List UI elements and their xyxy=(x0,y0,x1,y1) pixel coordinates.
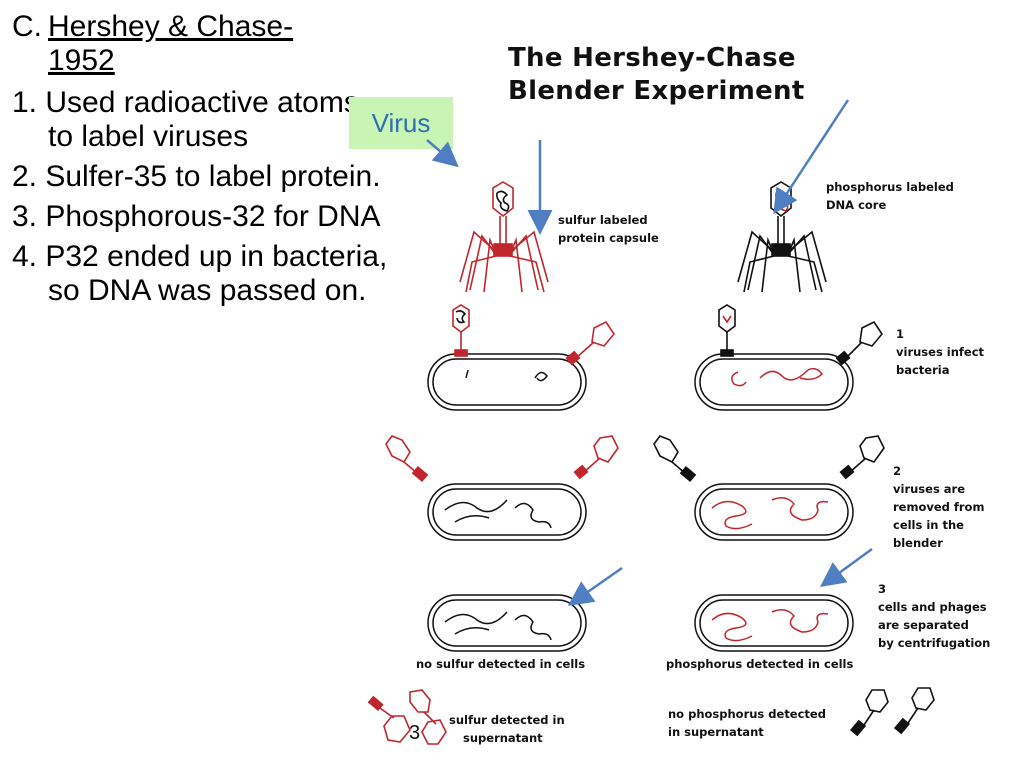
step1-line2: bacteria xyxy=(896,363,950,377)
step3-label: 3 cells and phages are separated by cent… xyxy=(878,580,990,652)
phosphorus-core-arrow xyxy=(773,99,850,215)
page-number: 3 xyxy=(409,722,421,744)
left-cell-arrow xyxy=(567,566,623,606)
phosphorus-phage-large xyxy=(737,181,827,293)
bullet-point: 4. P32 ended up in bacteria, so DNA was … xyxy=(12,240,388,307)
step3-line3: by centrifugation xyxy=(878,636,991,650)
step2-line2: removed from xyxy=(893,500,985,514)
detached-sulfur-phage-1 xyxy=(385,435,429,483)
no-phosphorus-supernatant-label: no phosphorus detected in supernatant xyxy=(668,705,826,741)
phosphorus-phage-attached xyxy=(718,304,736,357)
sulfur-phage-attached-2 xyxy=(565,320,615,366)
sulfur-supernatant-line2: supernatant xyxy=(463,731,543,745)
right-cell-arrow xyxy=(819,547,873,587)
slide-text: C.Hershey & Chase- 1952 1. Used radioact… xyxy=(12,0,392,314)
bacterium-right-step3 xyxy=(694,594,854,652)
bullet-list: 1. Used radioactive atoms to label virus… xyxy=(12,86,392,308)
phosphorus-label-line1: phosphorus labeled xyxy=(826,180,954,194)
step2-line3: cells in the xyxy=(893,518,964,532)
sulfur-label-line2: protein capsule xyxy=(558,231,659,245)
heading-prefix: C. xyxy=(12,10,42,43)
detached-phosphorus-phage-2 xyxy=(839,435,885,480)
step3-line1: cells and phages xyxy=(878,600,987,614)
step2-label: 2 viruses are removed from cells in the … xyxy=(893,462,984,552)
sulfur-label: sulfur labeled protein capsule xyxy=(558,211,659,247)
detached-phosphorus-phage-1 xyxy=(653,435,697,483)
sulfur-supernatant-label: sulfur detected in supernatant xyxy=(449,711,565,747)
slide-heading: C.Hershey & Chase- 1952 xyxy=(12,10,392,78)
no-phosphorus-line1: no phosphorus detected xyxy=(668,707,826,721)
step2-number: 2 xyxy=(893,464,902,478)
bullet-point: 3. Phosphorous-32 for DNA xyxy=(12,200,381,233)
step2-line1: viruses are xyxy=(893,482,966,496)
bullet-point: 1. Used radioactive atoms to label virus… xyxy=(12,86,359,153)
phosphorus-cells-label: phosphorus detected in cells xyxy=(666,657,854,671)
no-phosphorus-line2: in supernatant xyxy=(668,725,764,739)
sulfur-phage-large xyxy=(459,181,549,293)
heading-title-line1: Hershey & Chase- xyxy=(48,10,294,43)
supernatant-sulfur-phages xyxy=(367,689,447,745)
annotation-arrows xyxy=(426,99,873,606)
heading-title-line2: 1952 xyxy=(48,44,115,77)
phosphorus-phage-attached-2 xyxy=(835,320,883,366)
step2-line4: blender xyxy=(893,536,943,550)
bacterium-left-step1 xyxy=(427,353,587,411)
supernatant-phosphorus-phages xyxy=(849,687,935,737)
step3-number: 3 xyxy=(878,582,887,596)
virus-callout: Virus xyxy=(349,97,453,149)
sulfur-phage-attached xyxy=(452,304,470,357)
diagram-title-line1: The Hershey-Chase xyxy=(508,43,796,73)
diagram-title-line2: Blender Experiment xyxy=(508,76,805,106)
step3-line2: are separated xyxy=(878,618,969,632)
phosphorus-label: phosphorus labeled DNA core xyxy=(826,178,954,214)
bacterium-right-step2 xyxy=(694,483,854,541)
sulfur-supernatant-line1: sulfur detected in xyxy=(449,713,565,727)
no-sulfur-cells-label: no sulfur detected in cells xyxy=(416,657,586,671)
bullet-point: 2. Sulfer-35 to label protein. xyxy=(12,160,381,193)
bacterium-left-step2 xyxy=(427,483,587,541)
detached-sulfur-phage-2 xyxy=(573,435,619,480)
bacterium-left-step3 xyxy=(427,594,587,652)
phosphorus-label-line2: DNA core xyxy=(826,198,887,212)
bacterium-right-step1 xyxy=(694,353,854,411)
virus-arrow xyxy=(426,139,459,168)
step1-line1: viruses infect xyxy=(896,345,985,359)
sulfur-label-line1: sulfur labeled xyxy=(558,213,648,227)
step1-label: 1 viruses infect bacteria xyxy=(896,325,984,379)
diagram-title: The Hershey-Chase Blender Experiment xyxy=(508,42,805,108)
step1-number: 1 xyxy=(896,327,905,341)
